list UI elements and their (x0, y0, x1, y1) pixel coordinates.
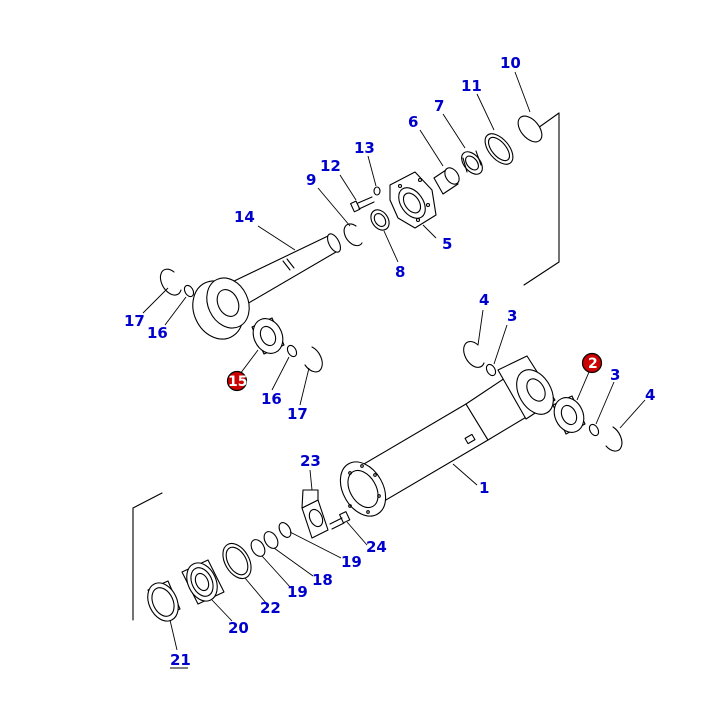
part-14-piston-rod (192, 233, 341, 340)
callout-18[interactable]: 18 (312, 571, 333, 589)
part-16-seal-upper (183, 284, 195, 298)
callout-11[interactable]: 11 (461, 77, 482, 95)
callout-3-right[interactable]: 3 (610, 366, 620, 384)
callout-2[interactable]: 2 (588, 356, 598, 372)
badge-part-15[interactable] (226, 370, 248, 392)
part-9-snap-ring (343, 223, 363, 247)
callout-13[interactable]: 13 (354, 139, 375, 157)
part-24-bolt (329, 511, 351, 530)
part-13-washer (373, 186, 381, 196)
part-10-cover (517, 115, 543, 143)
part-20-piston (181, 559, 225, 605)
callout-5[interactable]: 5 (442, 235, 452, 253)
callout-17-lower[interactable]: 17 (287, 405, 308, 423)
callout-7[interactable]: 7 (434, 97, 444, 115)
callout-1[interactable]: 1 (479, 479, 489, 497)
part-7-bearing (461, 150, 483, 175)
callout-8[interactable]: 8 (395, 263, 405, 281)
part-23-piston-nut (301, 489, 329, 539)
callout-6[interactable]: 6 (408, 113, 418, 131)
part-2-bushing (552, 395, 586, 435)
callout-19-upper[interactable]: 19 (341, 553, 362, 571)
part-12-bolt (350, 196, 375, 213)
callout-24[interactable]: 24 (366, 538, 387, 556)
callout-4-right[interactable]: 4 (645, 386, 655, 404)
callout-19-lower[interactable]: 19 (287, 583, 308, 601)
part-21-ring (147, 580, 181, 622)
callout-16-upper[interactable]: 16 (147, 324, 168, 342)
callout-21[interactable]: 21 (170, 651, 191, 669)
part-17-snap-ring-upper (159, 268, 182, 296)
part-8-seal (370, 209, 390, 231)
part-15-bushing (251, 317, 285, 355)
upper-frame-bracket (523, 112, 560, 286)
part-11-snap-ring (484, 133, 514, 165)
part-5-cylinder-head (389, 171, 437, 229)
part-3-seal-right (588, 423, 600, 437)
callout-16-lower[interactable]: 16 (261, 390, 282, 408)
callout-15[interactable]: 15 (228, 374, 247, 390)
callout-10[interactable]: 10 (500, 54, 521, 72)
part-16-seal-lower (286, 344, 298, 358)
callout-4-left[interactable]: 4 (479, 291, 489, 309)
part-4-snap-ring-left (463, 341, 485, 368)
callout-3-left[interactable]: 3 (507, 307, 517, 325)
lower-frame-bracket (132, 492, 163, 621)
callout-14[interactable]: 14 (234, 208, 255, 226)
callout-23[interactable]: 23 (300, 452, 321, 470)
badge-part-2[interactable] (581, 352, 603, 374)
part-3-seal-left (485, 363, 497, 377)
part-6-bushing (433, 167, 460, 195)
callout-12[interactable]: 12 (320, 157, 341, 175)
callout-17-upper[interactable]: 17 (124, 312, 145, 330)
callout-22[interactable]: 22 (260, 599, 281, 617)
part-19-ring-upper (278, 522, 292, 538)
callout-20[interactable]: 20 (228, 619, 249, 637)
leader-lines (142, 71, 646, 651)
part-1-cylinder-tube (339, 355, 556, 517)
part-22-wear-ring (222, 542, 252, 580)
part-18-ring (263, 531, 279, 549)
part-17-snap-ring-lower (304, 346, 323, 373)
part-19-ring-lower (250, 539, 266, 557)
part-4-snap-ring-right (605, 426, 623, 452)
callout-9[interactable]: 9 (306, 171, 316, 189)
